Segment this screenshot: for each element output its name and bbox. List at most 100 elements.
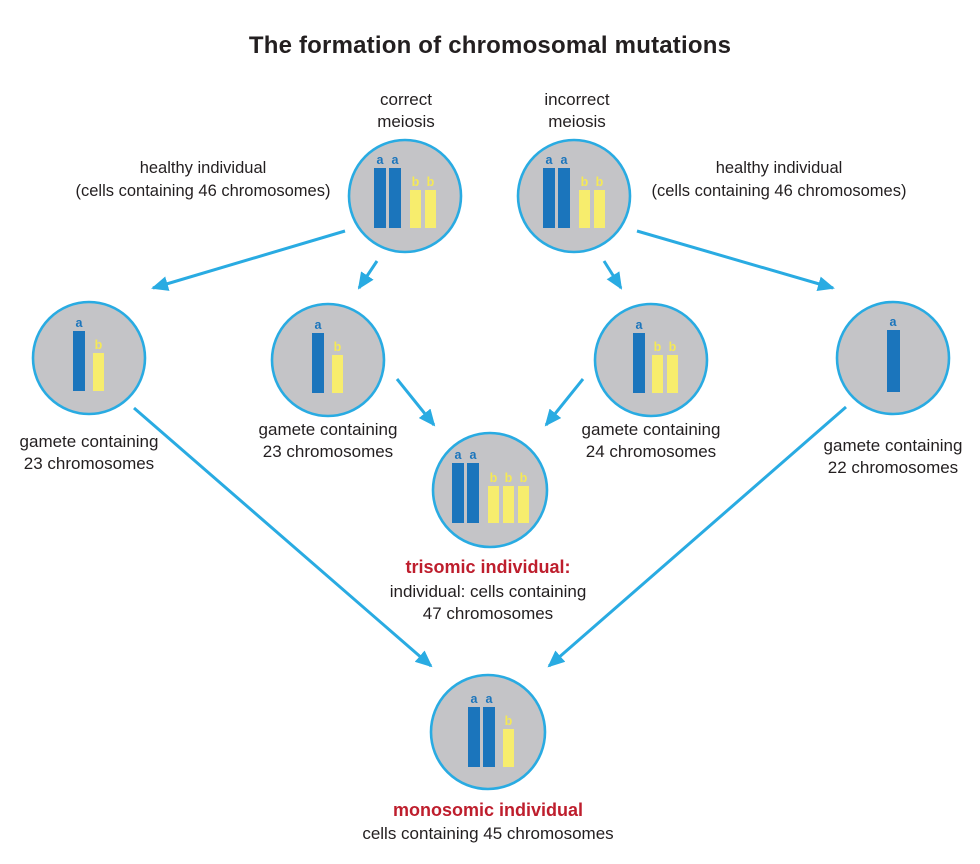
chromosome-b-letter: b bbox=[95, 338, 103, 352]
chromosome-b-bar bbox=[410, 190, 421, 228]
healthy-left-line1: healthy individual bbox=[140, 159, 267, 177]
incorrect-meiosis-line1: incorrect bbox=[544, 90, 609, 109]
correct-meiosis-line1: correct bbox=[380, 90, 432, 109]
trisomic-label: trisomic individual: individual: cells c… bbox=[390, 557, 587, 623]
arrow-gamete22-to-monosomic bbox=[547, 405, 847, 668]
chromosome-b-letter: b bbox=[669, 340, 677, 354]
parent-cell-correct: a a b b bbox=[347, 138, 463, 254]
healthy-left-line2: (cells containing 46 chromosomes) bbox=[76, 182, 331, 200]
gamete-23-left-line1: gamete containing bbox=[20, 432, 159, 451]
page-title: The formation of chromosomal mutations bbox=[249, 32, 731, 59]
chromosome-b-bar bbox=[332, 355, 343, 393]
arrow-incorrect-to-gamete24 bbox=[602, 260, 623, 290]
gamete-24-line1: gamete containing bbox=[582, 420, 721, 439]
gamete-23-left-label: gamete containing 23 chromosomes bbox=[20, 432, 159, 473]
chromosome-a-letter: a bbox=[455, 448, 463, 462]
chromosome-a-bar bbox=[483, 707, 495, 767]
chromosome-b-letter: b bbox=[654, 340, 662, 354]
healthy-right-line2: (cells containing 46 chromosomes) bbox=[652, 182, 907, 200]
chromosome-a-letter: a bbox=[561, 153, 569, 167]
chromosome-a-letter: a bbox=[470, 448, 478, 462]
chromosome-b-letter: b bbox=[520, 471, 528, 485]
chromosome-a-bar bbox=[389, 168, 401, 228]
parent-cell-incorrect: a a b b bbox=[516, 138, 632, 254]
chromosome-a-bar bbox=[887, 330, 900, 392]
chromosome-b-bar bbox=[667, 355, 678, 393]
gamete-22-line1: gamete containing bbox=[824, 436, 963, 455]
monosomic-cell: a a b bbox=[429, 673, 547, 791]
chromosome-a-bar bbox=[558, 168, 570, 228]
gamete-cell-23-mid: a b bbox=[270, 302, 386, 418]
arrow-incorrect-to-gamete22 bbox=[636, 229, 835, 292]
chromosome-a-bar bbox=[312, 333, 324, 393]
chromosome-a-bar bbox=[543, 168, 555, 228]
chromosome-a-bar bbox=[374, 168, 386, 228]
chromosome-b-bar bbox=[488, 486, 499, 523]
chromosome-a-bar bbox=[468, 707, 480, 767]
cell-membrane bbox=[516, 138, 632, 254]
chromosome-a-letter: a bbox=[76, 316, 84, 330]
arrow-correct-to-gamete23-mid bbox=[357, 260, 379, 290]
chromosome-b-letter: b bbox=[412, 175, 420, 189]
chromosome-b-bar bbox=[594, 190, 605, 228]
gamete-cell-22: a bbox=[835, 300, 951, 416]
monosomic-heading: monosomic individual bbox=[393, 800, 583, 820]
gamete-24-label: gamete containing 24 chromosomes bbox=[582, 420, 721, 461]
trisomic-line2: 47 chromosomes bbox=[423, 604, 553, 623]
chromosome-a-letter: a bbox=[890, 315, 898, 329]
healthy-individual-right-label: healthy individual (cells containing 46 … bbox=[652, 159, 907, 200]
gamete-22-line2: 22 chromosomes bbox=[828, 458, 958, 477]
chromosome-b-bar bbox=[503, 486, 514, 523]
arrow-gamete23-to-trisomic bbox=[395, 378, 436, 427]
trisomic-cell: a a b b b bbox=[431, 431, 549, 549]
chromosome-a-letter: a bbox=[315, 318, 323, 332]
gamete-23-mid-line2: 23 chromosomes bbox=[263, 442, 393, 461]
chromosome-b-letter: b bbox=[596, 175, 604, 189]
chromosome-a-letter: a bbox=[486, 692, 494, 706]
cell-membrane bbox=[31, 300, 147, 416]
gamete-23-mid-line1: gamete containing bbox=[259, 420, 398, 439]
monosomic-line1: cells containing 45 chromosomes bbox=[362, 824, 613, 843]
chromosome-b-letter: b bbox=[505, 714, 513, 728]
chromosome-b-letter: b bbox=[427, 175, 435, 189]
gamete-23-left-line2: 23 chromosomes bbox=[24, 454, 154, 473]
cell-membrane bbox=[593, 302, 709, 418]
chromosome-a-letter: a bbox=[377, 153, 385, 167]
chromosome-b-letter: b bbox=[505, 471, 513, 485]
chromosome-a-bar bbox=[452, 463, 464, 523]
chromosome-b-bar bbox=[518, 486, 529, 523]
chromosome-a-letter: a bbox=[636, 318, 644, 332]
trisomic-heading: trisomic individual: bbox=[405, 557, 570, 577]
monosomic-label: monosomic individual cells containing 45… bbox=[362, 800, 613, 843]
chromosome-a-letter: a bbox=[546, 153, 554, 167]
gamete-22-label: gamete containing 22 chromosomes bbox=[824, 436, 963, 477]
chromosome-b-letter: b bbox=[334, 340, 342, 354]
chromosome-a-letter: a bbox=[392, 153, 400, 167]
chromosome-a-bar bbox=[467, 463, 479, 523]
chromosome-b-bar bbox=[579, 190, 590, 228]
cell-membrane bbox=[270, 302, 386, 418]
correct-meiosis-label: correct meiosis bbox=[377, 90, 435, 131]
chromosome-b-bar bbox=[503, 729, 514, 767]
chromosome-b-letter: b bbox=[581, 175, 589, 189]
chromosome-b-letter: b bbox=[490, 471, 498, 485]
chromosome-b-bar bbox=[425, 190, 436, 228]
gamete-cell-24: a b b bbox=[593, 302, 709, 418]
arrow-correct-to-gamete23-left bbox=[151, 229, 346, 291]
chromosome-b-bar bbox=[93, 353, 104, 391]
trisomic-line1: individual: cells containing bbox=[390, 582, 587, 601]
arrow-gamete23-to-monosomic bbox=[133, 406, 433, 668]
healthy-right-line1: healthy individual bbox=[716, 159, 843, 177]
incorrect-meiosis-line2: meiosis bbox=[548, 112, 606, 131]
chromosome-a-bar bbox=[73, 331, 85, 391]
cell-membrane bbox=[347, 138, 463, 254]
correct-meiosis-line2: meiosis bbox=[377, 112, 435, 131]
gamete-23-mid-label: gamete containing 23 chromosomes bbox=[259, 420, 398, 461]
gamete-24-line2: 24 chromosomes bbox=[586, 442, 716, 461]
arrow-gamete24-to-trisomic bbox=[544, 378, 585, 427]
chromosome-b-bar bbox=[652, 355, 663, 393]
incorrect-meiosis-label: incorrect meiosis bbox=[544, 90, 609, 131]
healthy-individual-left-label: healthy individual (cells containing 46 … bbox=[76, 159, 331, 200]
